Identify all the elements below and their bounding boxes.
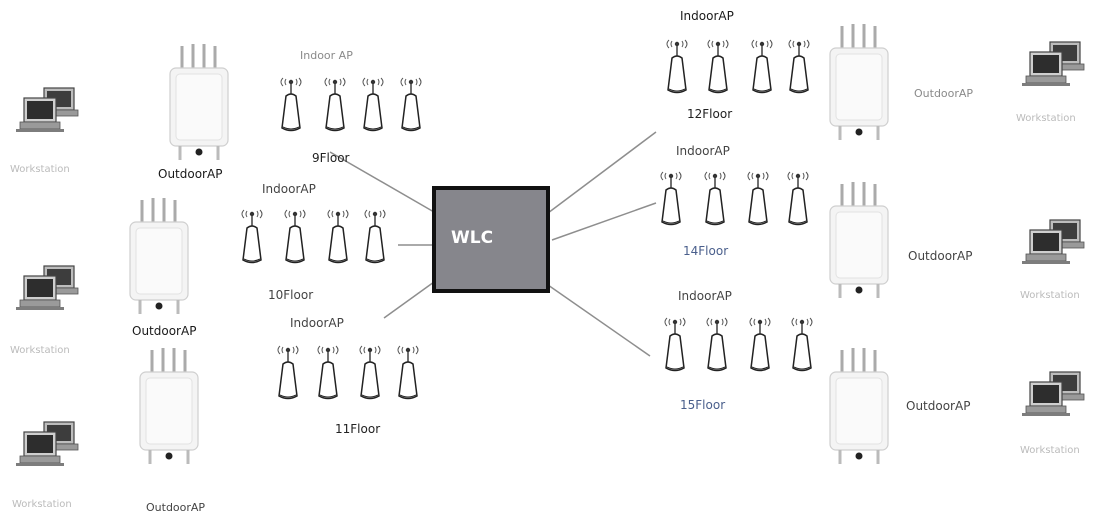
floor-label-15floor: 15Floor [680,398,726,412]
workstation-label-right-mid: Workstation [1020,290,1080,301]
floor-label-11floor: 11Floor [335,422,381,436]
indoor-ap-title-15floor: IndoorAP [678,289,732,303]
link-11floor [383,281,435,319]
outdoor-ap-label-left-bottom: OutdoorAP [146,501,206,514]
indoor-ap-group-10floor [241,209,386,264]
floor-label-14floor: 14Floor [683,244,729,258]
workstation-label-right-top: Workstation [1016,113,1076,124]
floor-label-9floor: 9Floor [312,151,350,165]
workstation-icon-right-bottom [1021,371,1085,417]
workstation-label-left-top: Workstation [10,164,70,175]
outdoor-ap-left-top [168,42,230,162]
link-14floor [551,202,657,241]
indoor-ap-group-14floor [660,171,809,226]
workstation-label-left-mid: Workstation [10,345,70,356]
floor-label-10floor: 10Floor [268,288,314,302]
indoor-ap-title-12floor: IndoorAP [680,9,734,23]
workstation-icon-left-top [15,87,79,133]
workstation-label-left-bottom: Workstation [12,499,72,510]
outdoor-ap-label-right-mid: OutdoorAP [908,249,973,263]
workstation-icon-right-top [1021,41,1085,87]
workstation-icon-right-mid [1021,219,1085,265]
outdoor-ap-label-left-mid: OutdoorAP [132,324,197,338]
outdoor-ap-left-mid [128,196,190,316]
indoor-ap-title-14floor: IndoorAP [676,144,730,158]
indoor-ap-group-9floor [280,77,422,132]
indoor-ap-title-10floor: IndoorAP [262,182,316,196]
link-15floor [547,284,651,357]
wlc-label: WLC [451,228,494,248]
outdoor-ap-left-bottom [138,346,200,466]
outdoor-ap-right-bottom [828,346,890,466]
outdoor-ap-label-right-top: OutdoorAP [914,87,974,100]
indoor-ap-group-11floor [277,345,419,400]
outdoor-ap-right-top [828,22,890,142]
outdoor-ap-label-left-top: OutdoorAP [158,167,223,181]
workstation-icon-left-mid [15,265,79,311]
indoor-ap-title-11floor: IndoorAP [290,316,344,330]
indoor-ap-group-12floor [666,39,810,94]
outdoor-ap-label-right-bottom: OutdoorAP [906,399,971,413]
indoor-ap-group-15floor [664,317,813,372]
floor-label-12floor: 12Floor [687,107,733,121]
wlc-controller[interactable] [432,186,550,293]
link-12floor [547,131,657,214]
outdoor-ap-right-mid [828,180,890,300]
indoor-ap-title-9floor: Indoor AP [300,49,353,62]
link-9floor [329,151,435,213]
workstation-label-right-bottom: Workstation [1020,445,1080,456]
workstation-icon-left-bottom [15,421,79,467]
